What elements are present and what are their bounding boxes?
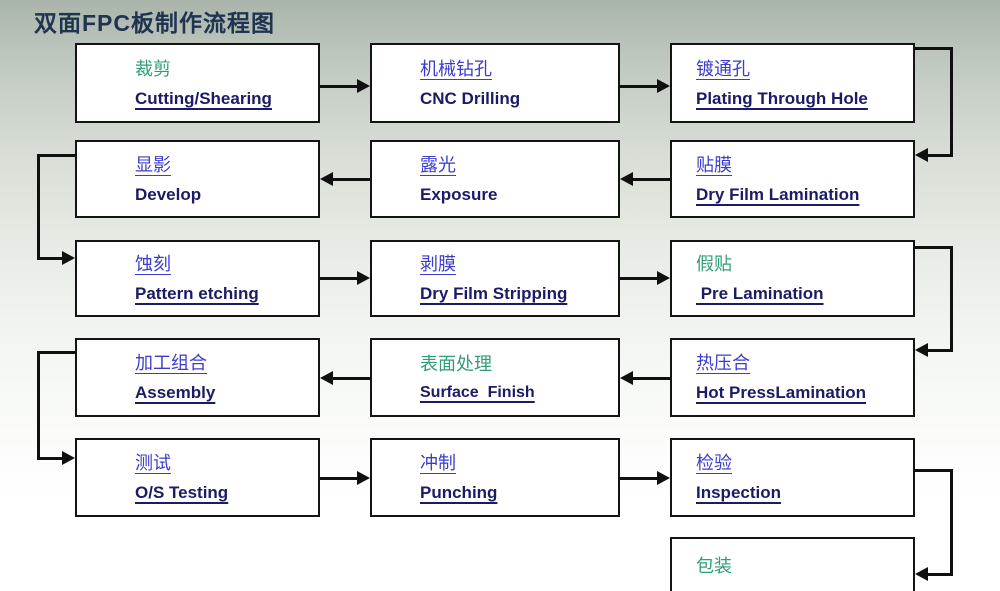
step-label-en: Exposure bbox=[420, 184, 498, 204]
step-label-en: Dry Film Lamination bbox=[696, 184, 860, 204]
step-label-zh: 热压合 bbox=[696, 353, 750, 373]
flow-step-surface-finish: 表面处理 Surface Finish bbox=[370, 338, 620, 417]
connector-line bbox=[620, 277, 657, 280]
flow-step-exposure: 露光 Exposure bbox=[370, 140, 620, 218]
connector-line bbox=[928, 349, 953, 352]
flow-step-dry-film-lamination: 贴膜 Dry Film Lamination bbox=[670, 140, 915, 218]
step-label-zh: 冲制 bbox=[420, 453, 456, 473]
connector-line bbox=[915, 47, 953, 50]
step-label-en: Pattern etching bbox=[135, 284, 259, 303]
connector-line bbox=[320, 277, 357, 280]
step-label-en: Plating Through Hole bbox=[696, 88, 868, 108]
connector-line bbox=[950, 246, 953, 352]
connector-line bbox=[37, 351, 40, 460]
flow-step-packing: 包装 bbox=[670, 537, 915, 591]
flow-step-os-testing: 测试 O/S Testing bbox=[75, 438, 320, 517]
connector-line bbox=[928, 573, 953, 576]
arrow-left-icon bbox=[320, 172, 333, 186]
step-label-zh: 显影 bbox=[135, 154, 171, 175]
flow-step-dry-film-stripping: 剥膜 Dry Film Stripping bbox=[370, 240, 620, 317]
step-label-en: Hot PressLamination bbox=[696, 383, 867, 402]
flow-step-inspection: 检验 Inspection bbox=[670, 438, 915, 517]
arrow-right-icon bbox=[657, 271, 670, 285]
arrow-left-icon bbox=[320, 371, 333, 385]
connector-line bbox=[928, 154, 953, 157]
step-label-en: Assembly bbox=[135, 383, 216, 402]
arrow-left-icon bbox=[620, 172, 633, 186]
connector-line bbox=[333, 377, 370, 380]
step-label-en: Dry Film Stripping bbox=[420, 284, 568, 303]
connector-line bbox=[620, 85, 657, 88]
connector-line bbox=[333, 178, 370, 181]
connector-line bbox=[633, 178, 670, 181]
step-label-zh: 检验 bbox=[696, 453, 732, 473]
flow-step-hot-press-lamination: 热压合 Hot PressLamination bbox=[670, 338, 915, 417]
step-label-en: Surface Finish bbox=[420, 383, 535, 401]
arrow-right-icon bbox=[357, 471, 370, 485]
connector-line bbox=[915, 469, 953, 472]
arrow-right-icon bbox=[657, 79, 670, 93]
arrow-right-icon bbox=[62, 451, 75, 465]
step-label-zh: 包装 bbox=[696, 556, 732, 576]
step-label-en: CNC Drilling bbox=[420, 88, 521, 108]
connector-line bbox=[320, 477, 357, 480]
flow-step-plating-through-hole: 镀通孔 Plating Through Hole bbox=[670, 43, 915, 123]
step-label-zh: 剥膜 bbox=[420, 254, 456, 274]
flow-step-assembly: 加工组合 Assembly bbox=[75, 338, 320, 417]
arrow-left-icon bbox=[620, 371, 633, 385]
flow-step-cutting: 裁剪 Cutting/Shearing bbox=[75, 43, 320, 123]
connector-line bbox=[950, 469, 953, 576]
connector-line bbox=[37, 457, 62, 460]
connector-line bbox=[37, 351, 75, 354]
step-label-en: O/S Testing bbox=[135, 483, 229, 502]
flow-step-pattern-etching: 蚀刻 Pattern etching bbox=[75, 240, 320, 317]
step-label-zh: 蚀刻 bbox=[135, 254, 171, 274]
step-label-zh: 露光 bbox=[420, 154, 456, 175]
connector-line bbox=[915, 246, 953, 249]
connector-line bbox=[320, 85, 357, 88]
step-label-en: Cutting/Shearing bbox=[135, 88, 272, 108]
step-label-zh: 假贴 bbox=[696, 254, 732, 274]
connector-line bbox=[633, 377, 670, 380]
step-label-zh: 裁剪 bbox=[135, 58, 171, 79]
step-label-zh: 机械钻孔 bbox=[420, 58, 492, 79]
arrow-right-icon bbox=[357, 271, 370, 285]
step-label-zh: 加工组合 bbox=[135, 353, 207, 373]
connector-line bbox=[37, 154, 40, 260]
connector-line bbox=[620, 477, 657, 480]
arrow-right-icon bbox=[62, 251, 75, 265]
arrow-right-icon bbox=[657, 471, 670, 485]
step-label-zh: 测试 bbox=[135, 453, 171, 473]
step-label-en: Inspection bbox=[696, 483, 782, 502]
arrow-right-icon bbox=[357, 79, 370, 93]
step-label-en: Develop bbox=[135, 184, 202, 204]
connector-line bbox=[37, 257, 62, 260]
flow-step-punching: 冲制 Punching bbox=[370, 438, 620, 517]
step-label-en: Pre Lamination bbox=[696, 284, 824, 303]
step-label-zh: 表面处理 bbox=[420, 353, 492, 374]
step-label-zh: 镀通孔 bbox=[696, 58, 750, 79]
arrow-left-icon bbox=[915, 343, 928, 357]
arrow-left-icon bbox=[915, 148, 928, 162]
connector-line bbox=[37, 154, 75, 157]
page-title: 双面FPC板制作流程图 bbox=[34, 10, 275, 36]
step-label-zh: 贴膜 bbox=[696, 154, 732, 175]
flow-step-pre-lamination: 假贴 Pre Lamination bbox=[670, 240, 915, 317]
flow-step-cnc-drilling: 机械钻孔 CNC Drilling bbox=[370, 43, 620, 123]
flow-step-develop: 显影 Develop bbox=[75, 140, 320, 218]
connector-line bbox=[950, 47, 953, 157]
step-label-en: Punching bbox=[420, 483, 498, 502]
arrow-left-icon bbox=[915, 567, 928, 581]
